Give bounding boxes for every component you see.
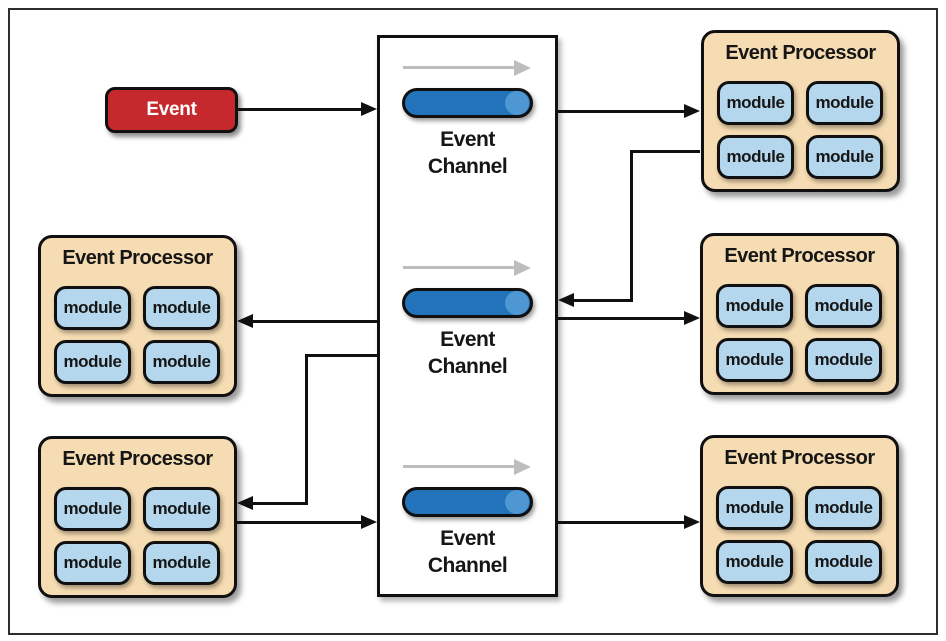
module-chip: module	[54, 340, 131, 384]
module-chip: module	[143, 541, 220, 585]
event-channel-top: Event Channel	[380, 60, 555, 190]
arrowhead-left-icon	[237, 314, 253, 328]
channel-label-line1: Event	[440, 328, 495, 351]
event-label: Event	[146, 99, 197, 120]
processor-title: Event Processor	[724, 245, 875, 267]
arrowhead-right-icon	[684, 311, 700, 325]
flow-direction-arrow-icon	[514, 459, 531, 475]
event-channel-container: Event Channel Event Channel Event Ch	[377, 35, 558, 597]
event-channel-pill	[402, 288, 533, 318]
module-chip: module	[54, 541, 131, 585]
arrowhead-right-icon	[361, 102, 377, 116]
module-chip: module	[54, 286, 131, 330]
event-channel-label: Event Channel	[380, 525, 555, 579]
processor-title: Event Processor	[724, 447, 875, 469]
module-chip: module	[805, 284, 882, 328]
flow-direction-line	[403, 465, 514, 468]
event-channel-bottom: Event Channel	[380, 459, 555, 589]
module-chip: module	[717, 135, 794, 179]
channel-label-line1: Event	[440, 128, 495, 151]
arrowhead-right-icon	[361, 515, 377, 529]
module-chip: module	[805, 540, 882, 584]
arrowhead-right-icon	[684, 515, 700, 529]
arrowhead-left-icon	[237, 496, 253, 510]
flow-direction-arrow-icon	[514, 260, 531, 276]
event-processor-middle-right: Event Processor module module module mod…	[700, 233, 899, 395]
flow-direction-arrow-icon	[514, 60, 531, 76]
event-node: Event	[105, 87, 238, 133]
module-chip: module	[806, 81, 883, 125]
module-chip: module	[143, 487, 220, 531]
flow-direction-line	[403, 266, 514, 269]
event-processor-middle-left: Event Processor module module module mod…	[38, 235, 237, 397]
module-chip: module	[54, 487, 131, 531]
module-grid: module module module module	[716, 486, 882, 584]
arrowhead-right-icon	[684, 104, 700, 118]
module-chip: module	[716, 540, 793, 584]
module-grid: module module module module	[717, 81, 883, 179]
pill-end-cap	[505, 91, 529, 115]
channel-label-line2: Channel	[427, 554, 508, 577]
event-processor-top-right: Event Processor module module module mod…	[701, 30, 900, 192]
outer-border	[8, 8, 938, 635]
module-chip: module	[806, 135, 883, 179]
module-chip: module	[143, 286, 220, 330]
event-processor-bottom-right: Event Processor module module module mod…	[700, 435, 899, 597]
module-chip: module	[805, 486, 882, 530]
module-grid: module module module module	[54, 286, 220, 384]
module-chip: module	[717, 81, 794, 125]
module-chip: module	[716, 338, 793, 382]
module-chip: module	[716, 486, 793, 530]
module-chip: module	[716, 284, 793, 328]
module-grid: module module module module	[54, 487, 220, 585]
module-grid: module module module module	[716, 284, 882, 382]
arrowhead-left-icon	[558, 293, 574, 307]
event-channel-pill	[402, 88, 533, 118]
channel-label-line2: Channel	[427, 155, 508, 178]
channel-label-line1: Event	[440, 527, 495, 550]
event-channel-label: Event Channel	[380, 326, 555, 380]
event-channel-label: Event Channel	[380, 126, 555, 180]
processor-title: Event Processor	[725, 42, 876, 64]
module-chip: module	[143, 340, 220, 384]
flow-direction-line	[403, 66, 514, 69]
processor-title: Event Processor	[62, 448, 213, 470]
pill-end-cap	[505, 490, 529, 514]
event-processor-bottom-left: Event Processor module module module mod…	[38, 436, 237, 598]
event-channel-pill	[402, 487, 533, 517]
pill-end-cap	[505, 291, 529, 315]
module-chip: module	[805, 338, 882, 382]
channel-label-line2: Channel	[427, 355, 508, 378]
processor-title: Event Processor	[62, 247, 213, 269]
event-channel-middle: Event Channel	[380, 260, 555, 390]
